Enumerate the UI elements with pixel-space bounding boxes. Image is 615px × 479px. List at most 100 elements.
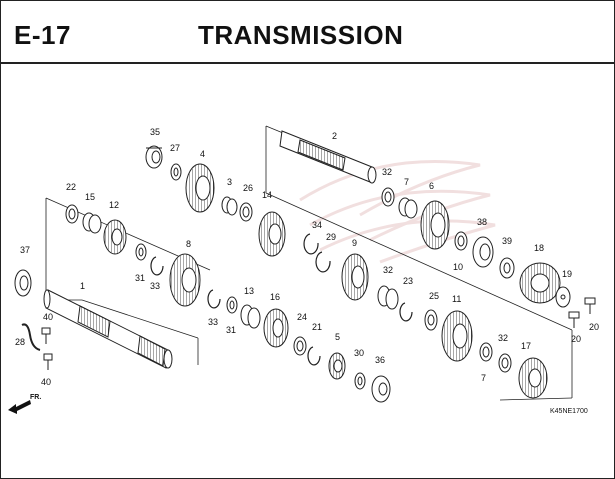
callout-15: 15	[85, 192, 95, 202]
washer-26	[239, 202, 253, 222]
washer-7b	[479, 342, 493, 362]
washer-31a	[135, 243, 147, 261]
callout-32a: 32	[382, 167, 392, 177]
bushing-13	[240, 304, 261, 329]
circlip-33b	[207, 289, 221, 309]
washers	[65, 163, 515, 390]
callout-17: 17	[521, 341, 531, 351]
callout-20a: 20	[589, 322, 599, 332]
callout-26: 26	[243, 183, 253, 193]
mainshaft	[43, 289, 173, 369]
bearing-36	[371, 375, 391, 403]
callout-33b: 33	[208, 317, 218, 327]
callout-4: 4	[200, 149, 205, 159]
circlip-21	[307, 346, 321, 366]
bushing-15	[82, 212, 102, 234]
callout-7b: 7	[481, 373, 486, 383]
gear-12	[103, 219, 127, 255]
countershaft	[279, 130, 377, 184]
washer-27	[170, 163, 182, 181]
washer-30	[354, 372, 366, 390]
callout-1: 1	[80, 281, 85, 291]
callout-9: 9	[352, 238, 357, 248]
callout-24: 24	[297, 312, 307, 322]
callout-11: 11	[452, 294, 461, 304]
gear-8	[169, 253, 201, 307]
callout-23: 23	[403, 276, 413, 286]
callout-37: 37	[20, 245, 30, 255]
callout-18: 18	[534, 243, 544, 253]
bushing-7	[398, 197, 418, 219]
bolt-20b	[568, 311, 580, 328]
circlip-34	[303, 233, 319, 255]
callout-2: 2	[332, 131, 337, 141]
callout-22: 22	[66, 182, 76, 192]
callout-13: 13	[244, 286, 254, 296]
watermark-logo	[299, 160, 496, 264]
page-title: TRANSMISSION	[198, 20, 404, 50]
circlips	[150, 233, 413, 366]
washer-25	[424, 309, 438, 331]
callout-12: 12	[109, 200, 119, 210]
washer-32a	[381, 187, 395, 207]
gear-16	[263, 308, 289, 348]
section-code: E-17	[14, 20, 71, 50]
bolt-40a	[41, 327, 51, 344]
callout-38: 38	[477, 217, 487, 227]
callout-40a: 40	[43, 312, 53, 322]
bearing-38	[472, 236, 494, 268]
circlip-33a	[150, 256, 164, 276]
washer-39	[499, 257, 515, 279]
callout-34: 34	[312, 220, 322, 230]
callout-31a: 31	[135, 273, 145, 283]
callout-labels: 35 27 4 2 3 26 32 7 6 22 15 12 14 34 29 …	[15, 127, 599, 415]
gear-5	[328, 352, 346, 380]
callout-30: 30	[354, 348, 364, 358]
bolt-20a	[584, 297, 596, 314]
callout-32c: 32	[498, 333, 508, 343]
callout-3: 3	[227, 177, 232, 187]
washer-31b	[226, 296, 238, 314]
gear-11	[441, 310, 473, 362]
sprocket-18	[519, 262, 561, 304]
header-divider	[0, 62, 615, 64]
assembly-bracket-lines	[45, 125, 573, 401]
diagram-reference-code: K45NE1700	[550, 408, 588, 415]
plate-19	[555, 286, 571, 308]
washer-22	[65, 204, 79, 224]
bushing-3	[221, 196, 238, 216]
bushings	[82, 196, 418, 329]
callout-25: 25	[429, 291, 439, 301]
gear-14	[258, 211, 286, 257]
front-label: FR.	[30, 394, 41, 401]
gear-17	[518, 357, 548, 399]
circlip-23	[399, 302, 413, 322]
bearing-37	[14, 269, 32, 297]
callout-5: 5	[335, 332, 340, 342]
bearing-35	[145, 145, 163, 169]
washer-24	[293, 336, 307, 356]
circlip-29	[315, 251, 331, 273]
callout-40b: 40	[41, 377, 51, 387]
arm-28	[21, 323, 41, 351]
small-parts	[21, 286, 596, 370]
gear-4	[185, 163, 215, 213]
callout-28: 28	[15, 337, 25, 347]
gears	[103, 163, 561, 399]
front-direction-arrow: FR.	[8, 394, 41, 414]
gear-9	[341, 253, 369, 301]
callout-16: 16	[270, 292, 280, 302]
callout-19: 19	[562, 269, 572, 279]
callout-35: 35	[150, 127, 160, 137]
callout-29: 29	[326, 232, 336, 242]
callout-20b: 20	[571, 334, 581, 344]
callout-14: 14	[262, 190, 272, 200]
callout-39: 39	[502, 236, 512, 246]
callout-7a: 7	[404, 177, 409, 187]
callout-6: 6	[429, 181, 434, 191]
bolt-40b	[43, 353, 53, 370]
callout-31b: 31	[226, 325, 236, 335]
callout-10: 32	[383, 265, 393, 275]
